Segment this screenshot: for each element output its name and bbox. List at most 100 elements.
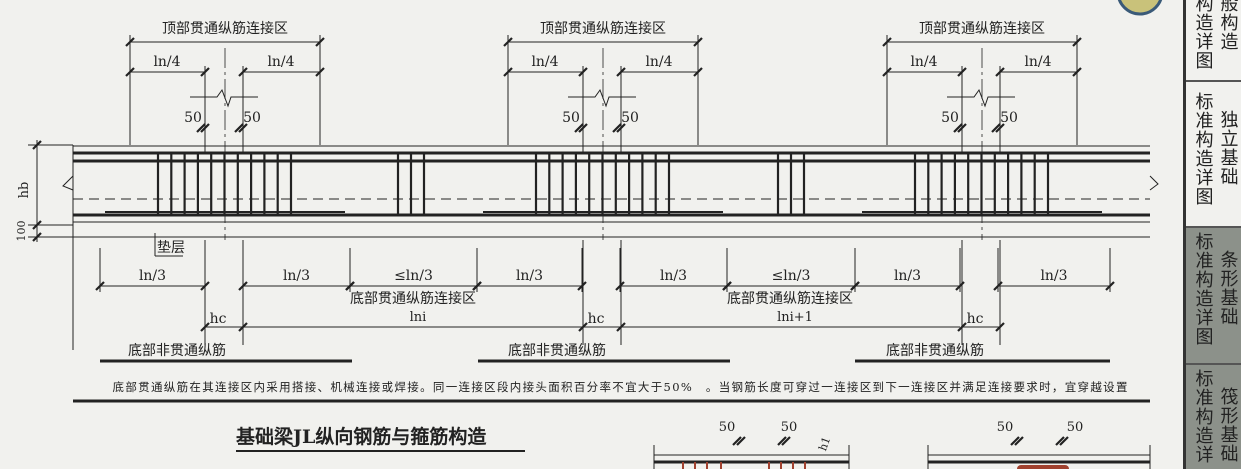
dim-50-label: 50 — [781, 420, 798, 435]
dimension-tick — [503, 67, 513, 77]
sidebar-tab-strip-foundation[interactable]: 标准构造详图 条形基础 — [1186, 228, 1241, 365]
hc-label: hc — [967, 311, 984, 327]
span-fraction-label: ln/3 — [1040, 268, 1067, 284]
cushion-label: 垫层 — [157, 240, 185, 256]
break-symbol-icon — [1149, 175, 1159, 191]
span-fraction-label: ≤ln/3 — [394, 268, 433, 284]
dimension-tick — [200, 123, 210, 133]
dimension-tick — [995, 322, 1005, 332]
lni-label: lni — [410, 310, 427, 325]
bottom-zone-label: 底部贯通纵筋连接区 — [727, 290, 853, 307]
break-line — [568, 88, 636, 108]
dim-50-label: 50 — [941, 110, 959, 126]
dim-50-label: 50 — [621, 110, 639, 126]
dimension-tick — [991, 123, 1001, 133]
ln4-label: ln/4 — [910, 54, 937, 70]
dim-50-label: 50 — [243, 110, 261, 126]
top-zone-label: 顶部贯通纵筋连接区 — [162, 20, 288, 37]
dimension-tick — [1072, 37, 1082, 47]
hc-label: hc — [210, 311, 227, 327]
top-zone-label: 顶部贯通纵筋连接区 — [540, 20, 666, 37]
dimension-tick — [615, 281, 625, 291]
span-fraction-label: ln/3 — [660, 268, 687, 284]
dimension-tick — [578, 322, 588, 332]
span-fraction-label: ln/3 — [894, 268, 921, 284]
dimension-tick — [238, 123, 248, 133]
dimension-tick — [1055, 436, 1065, 446]
sidebar-tab-label: 独立基础 — [1217, 110, 1239, 186]
dimension-tick — [995, 123, 1005, 133]
dimension-tick — [1072, 67, 1082, 77]
break-line — [190, 88, 258, 108]
dim-50-label: 50 — [562, 110, 580, 126]
dimension-tick — [953, 123, 963, 133]
dimension-tick — [125, 67, 135, 77]
dim-50-label: 50 — [184, 110, 202, 126]
dimension-tick — [612, 123, 622, 133]
logo-badge-icon — [1117, 0, 1163, 16]
dimension-tick — [882, 37, 892, 47]
dimension-tick — [1014, 436, 1024, 446]
span-fraction-label: ≤ln/3 — [772, 268, 811, 284]
dimension-tick — [32, 220, 42, 230]
note-text: 底部贯通纵筋在其连接区内采用搭接、机械连接或焊接。同一连接区段内接头面积百分率不… — [113, 380, 1128, 394]
sidebar-tab-raft-foundation[interactable]: 标准构造详 筏形基础 — [1186, 365, 1241, 469]
dimension-tick — [578, 123, 588, 133]
dimension-tick — [577, 281, 587, 291]
dimension-tick — [574, 123, 584, 133]
dimension-tick — [238, 281, 248, 291]
h1-label: h1 — [816, 435, 833, 453]
dimension-tick — [1105, 281, 1115, 291]
sidebar-tab-label: 般构造 — [1217, 0, 1239, 51]
hc-label: hc — [588, 311, 605, 327]
dimension-tick — [234, 123, 244, 133]
ln4-label: ln/4 — [1024, 54, 1051, 70]
hb-label: hb — [17, 182, 32, 199]
dimension-tick — [95, 281, 105, 291]
ln4-label: ln/4 — [153, 54, 180, 70]
dim-50-label: 50 — [1067, 420, 1084, 435]
dimension-tick — [1059, 436, 1069, 446]
dim-50-label: 50 — [719, 420, 736, 435]
bottom-noncontinuous-label: 底部非贯通纵筋 — [508, 342, 606, 359]
dimension-tick — [32, 232, 42, 242]
dimension-tick — [196, 123, 206, 133]
lni1-label: lni+1 — [777, 310, 813, 325]
ln4-label: ln/4 — [267, 54, 294, 70]
sidebar-tab-isolated-foundation[interactable]: 标准构造详图 独立基础 — [1186, 88, 1241, 228]
sidebar-tab-general[interactable]: 构造详图 般构造 — [1186, 0, 1241, 82]
span-fraction-label: ln/3 — [283, 268, 310, 284]
dimension-tick — [125, 37, 135, 47]
sidebar-tab-label: 构造详图 — [1192, 0, 1214, 70]
dimension-tick — [781, 436, 791, 446]
top-zone-label: 顶部贯通纵筋连接区 — [919, 20, 1045, 37]
dimension-tick — [200, 322, 210, 332]
sidebar-tab-label: 条形基础 — [1217, 250, 1239, 326]
dim-50-label: 50 — [997, 420, 1014, 435]
dimension-tick — [957, 322, 967, 332]
ln4-label: ln/4 — [645, 54, 672, 70]
dimension-tick — [200, 281, 210, 291]
dimension-tick — [472, 281, 482, 291]
dimension-tick — [722, 281, 732, 291]
dimension-tick — [1010, 436, 1020, 446]
break-line — [947, 88, 1015, 108]
dimension-tick — [732, 436, 742, 446]
bottom-noncontinuous-label: 底部非贯通纵筋 — [886, 342, 984, 359]
sidebar-tab-label: 标准构造详图 — [1192, 92, 1214, 206]
dimension-tick — [957, 123, 967, 133]
red-marker — [1017, 465, 1069, 469]
dimension-tick — [32, 140, 42, 150]
dim-50-label: 50 — [1000, 110, 1018, 126]
dimension-tick — [882, 67, 892, 77]
span-fraction-label: ln/3 — [516, 268, 543, 284]
figure-title: 基础梁JL纵向钢筋与箍筋构造 — [235, 425, 487, 448]
sidebar-tab-label: 标准构造详 — [1192, 369, 1214, 464]
dimension-tick — [503, 37, 513, 47]
bottom-noncontinuous-label: 底部非贯通纵筋 — [128, 342, 226, 359]
chapter-sidebar: 构造详图 般构造 标准构造详图 独立基础 标准构造详图 条形基础 标准构造详 筏… — [1183, 0, 1241, 469]
dimension-tick — [777, 436, 787, 446]
sidebar-tab-label: 筏形基础 — [1217, 387, 1239, 463]
dimension-tick — [850, 281, 860, 291]
dimension-tick — [315, 67, 325, 77]
